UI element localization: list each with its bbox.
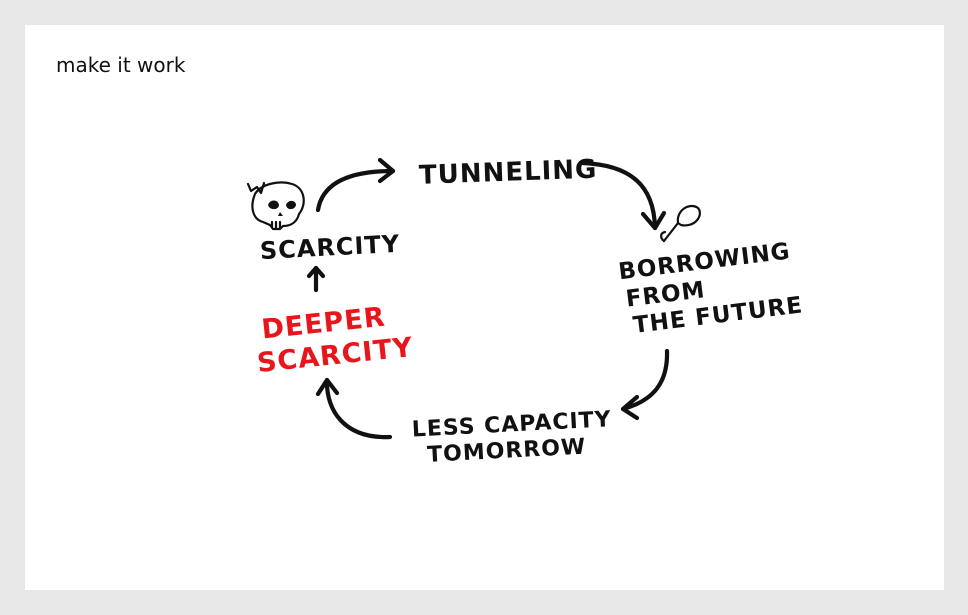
arrow-tunneling-to-borrowing xyxy=(580,160,667,231)
spoon-icon xyxy=(660,204,701,243)
arrow-deeper-scarcity-to-scarcity xyxy=(306,265,326,293)
brand-label: make it work xyxy=(56,53,186,77)
arrow-borrowing-to-less-capacity xyxy=(620,348,670,421)
arrow-scarcity-to-tunneling xyxy=(315,157,396,213)
node-borrowing: BORROWING FROM THE FUTURE xyxy=(617,238,804,339)
node-scarcity: SCARCITY xyxy=(259,230,401,265)
node-less-capacity: LESS CAPACITY TOMORROW xyxy=(411,407,612,468)
node-borrowing-line-1: BORROWING xyxy=(617,238,792,285)
node-tunneling: TUNNELING xyxy=(418,155,597,191)
skull-with-crown-icon xyxy=(246,181,305,231)
canvas-card xyxy=(25,25,944,590)
arrow-less-capacity-to-deeper-scarcity xyxy=(315,377,393,440)
node-deeper-scarcity: DEEPER SCARCITY xyxy=(256,302,415,379)
